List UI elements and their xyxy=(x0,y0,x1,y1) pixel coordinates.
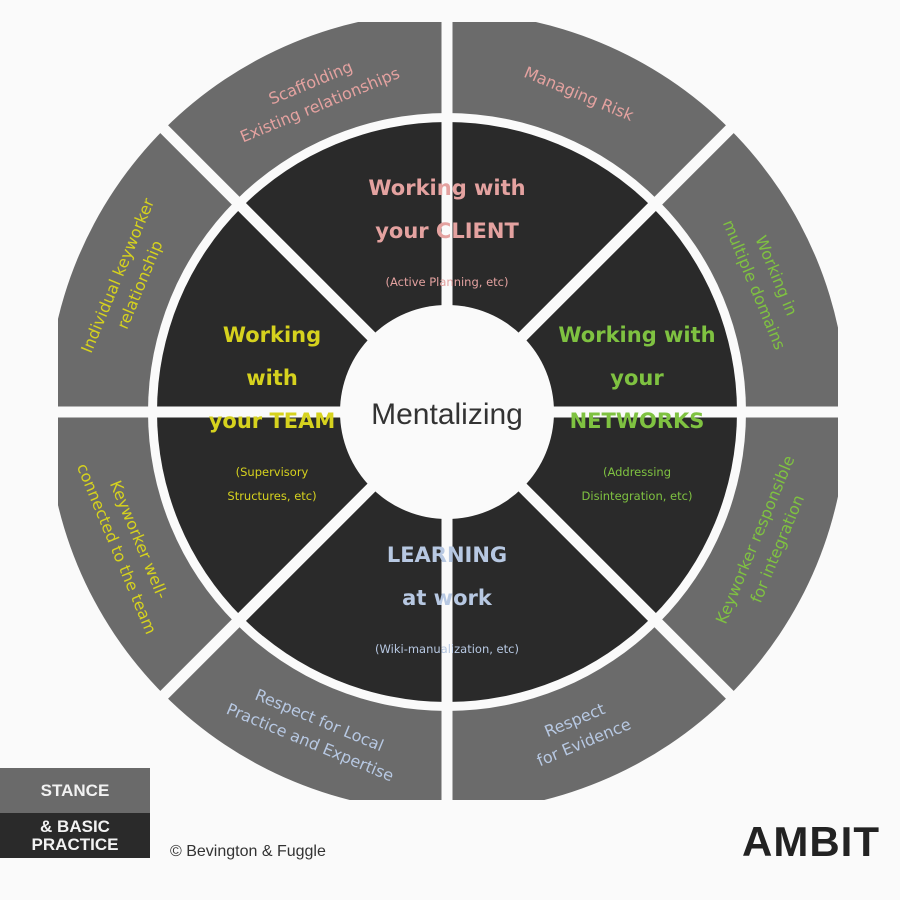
legend-stance: STANCE xyxy=(0,768,150,813)
brand-logo: AMBIT xyxy=(742,818,880,865)
quadrant-subtitle: (Addressing xyxy=(603,465,671,479)
quadrant-subtitle: Disintegration, etc) xyxy=(582,489,693,503)
center-circle xyxy=(340,305,554,519)
quadrant-0: Working with your CLIENT (Active Planning,… xyxy=(368,176,525,289)
quadrant-title: Working with xyxy=(368,176,525,200)
quadrant-subtitle: (Wiki-manualization, etc) xyxy=(375,642,519,656)
quadrant-title: at work xyxy=(402,586,493,610)
quadrant-title: Working xyxy=(223,323,321,347)
quadrant-title: your CLIENT xyxy=(375,219,519,243)
quadrant-2: LEARNING at work (Wiki-manualization, etc) xyxy=(375,543,519,656)
quadrant-title: your TEAM xyxy=(209,409,336,433)
quadrant-title: your xyxy=(610,366,664,390)
quadrant-title: LEARNING xyxy=(387,543,507,567)
quadrant-subtitle: Structures, etc) xyxy=(227,489,316,503)
quadrant-title: with xyxy=(246,366,298,390)
quadrant-subtitle: (Active Planning, etc) xyxy=(386,275,509,289)
quadrant-3: Working with your TEAM (SupervisoryStructur… xyxy=(209,323,336,503)
legend-stance-label: STANCE xyxy=(40,780,110,800)
quadrant-title: NETWORKS xyxy=(570,409,705,433)
center-label: Mentalizing xyxy=(371,398,523,431)
legend-practice-label: PRACTICE xyxy=(31,834,119,854)
legend-basic-practice: & BASIC PRACTICE xyxy=(0,813,150,858)
copyright: © Bevington & Fuggle xyxy=(170,843,326,860)
legend-basic-label: & BASIC xyxy=(40,816,110,836)
quadrant-title: Working with xyxy=(558,323,715,347)
quadrant-subtitle: (Supervisory xyxy=(236,465,309,479)
